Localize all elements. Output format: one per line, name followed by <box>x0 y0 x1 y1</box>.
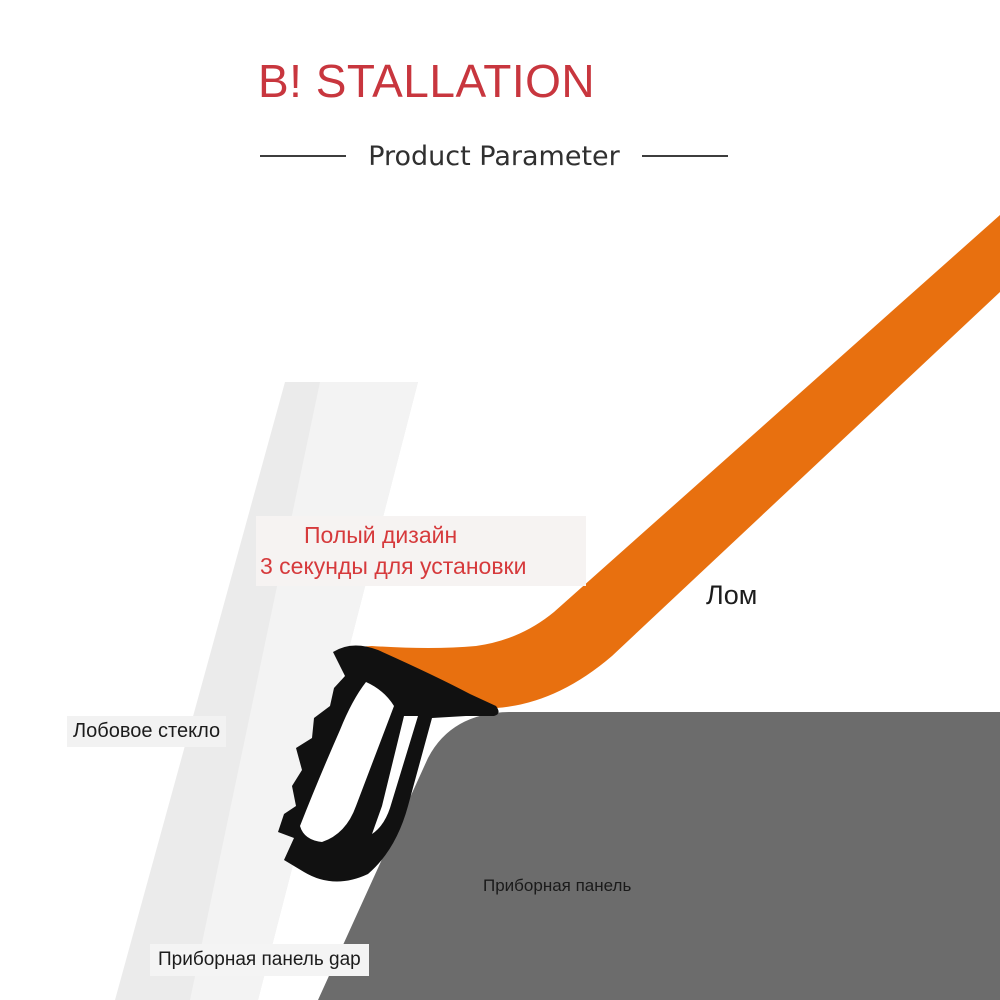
dashboard-label: Приборная панель <box>483 876 632 895</box>
heading-left-rule <box>260 155 347 157</box>
feature-note: Полый дизайн 3 секунды для установки <box>256 516 586 586</box>
page-title: B! STALLATION <box>258 55 596 107</box>
seal-hollow-shape <box>300 682 394 842</box>
seal-inner-slot-shape <box>372 716 418 834</box>
hollow-design-label: Полый дизайн <box>304 522 458 548</box>
crowbar-label: Лом <box>706 580 758 610</box>
section-subtitle: Product Parameter <box>368 140 620 172</box>
install-time-label: 3 секунды для установки <box>260 553 527 579</box>
title-box: B! STALLATION <box>252 46 614 112</box>
section-heading: Product Parameter <box>244 134 744 178</box>
heading-right-rule <box>641 155 728 157</box>
dashboard-gap-label: Приборная панель gap <box>150 944 369 976</box>
crowbar-shape <box>340 215 1000 708</box>
windshield-label: Лобовое стекло <box>67 716 227 747</box>
dashboard-shape <box>318 712 1000 1000</box>
